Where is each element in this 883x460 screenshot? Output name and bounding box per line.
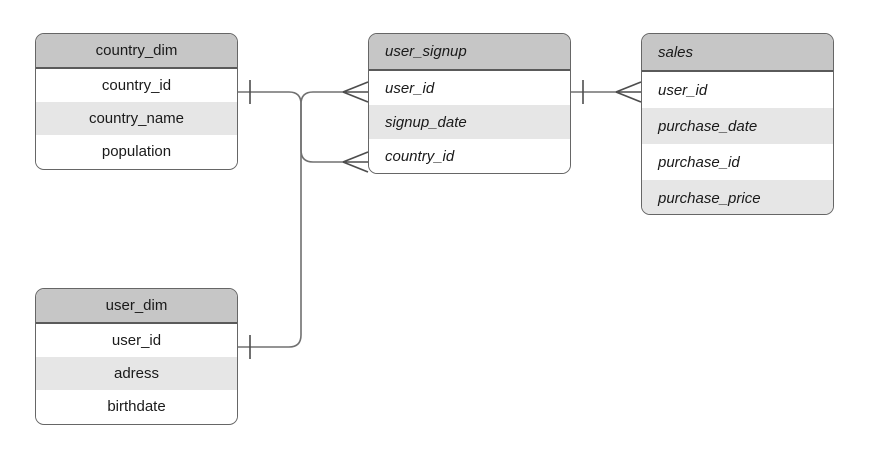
entity-field-country_dim-country_name[interactable]: country_name — [36, 102, 237, 135]
entity-field-user_signup-country_id[interactable]: country_id — [369, 139, 570, 173]
entity-field-user_dim-birthdate[interactable]: birthdate — [36, 390, 237, 423]
entity-field-sales-user_id[interactable]: user_id — [642, 72, 833, 108]
entity-field-user_dim-adress[interactable]: adress — [36, 357, 237, 390]
entity-field-country_dim-country_id[interactable]: country_id — [36, 69, 237, 102]
entity-title-user_signup: user_signup — [369, 34, 570, 71]
entity-field-user_dim-user_id[interactable]: user_id — [36, 324, 237, 357]
entity-title-sales: sales — [642, 34, 833, 72]
connector-user_dim-user_signup — [238, 91, 345, 348]
entity-title-country_dim: country_dim — [36, 34, 237, 69]
cardinality-many-user_signup-country_id — [342, 151, 369, 173]
entity-field-sales-purchase_date[interactable]: purchase_date — [642, 108, 833, 144]
entity-field-sales-purchase_price[interactable]: purchase_price — [642, 180, 833, 214]
entity-title-user_dim: user_dim — [36, 289, 237, 324]
cardinality-many-sales-user_id — [615, 81, 642, 103]
entity-field-country_dim-population[interactable]: population — [36, 135, 237, 168]
entity-field-user_signup-signup_date[interactable]: signup_date — [369, 105, 570, 139]
connector-country_dim-user_signup — [238, 91, 345, 163]
cardinality-many-user_signup-user_id — [342, 81, 369, 103]
entity-field-sales-purchase_id[interactable]: purchase_id — [642, 144, 833, 180]
entity-field-user_signup-user_id[interactable]: user_id — [369, 71, 570, 105]
